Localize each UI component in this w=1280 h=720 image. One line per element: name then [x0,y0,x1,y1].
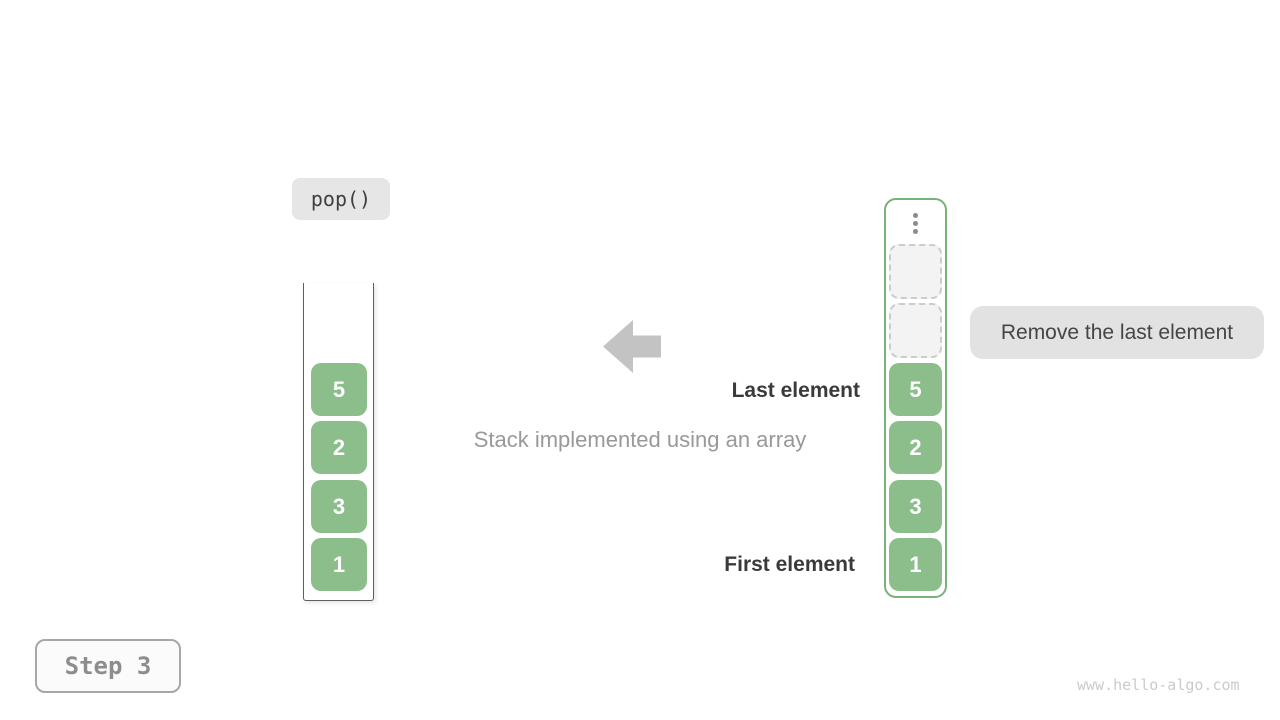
stack-cell: 1 [311,538,367,591]
pop-operation-badge: pop() [292,178,390,220]
ellipsis-dot [913,229,918,234]
first-element-label: First element [724,553,855,576]
step-badge: Step 3 [35,639,181,693]
array-cell: 2 [889,421,942,474]
ellipsis-dot [913,221,918,226]
array-cell: 3 [889,480,942,533]
last-element-label: Last element [731,379,860,402]
array-empty-slot [889,244,942,299]
array-cell: 1 [889,538,942,591]
array-empty-slot [889,303,942,358]
arrow-left-icon [603,320,661,373]
stack-cell: 5 [311,363,367,416]
stack-cell: 2 [311,421,367,474]
array-cell: 5 [889,363,942,416]
figure-caption: Stack implemented using an array [473,427,807,452]
stack-cell: 3 [311,480,367,533]
ellipsis-dot [913,213,918,218]
watermark: www.hello-algo.com [1077,676,1240,694]
remove-last-element-tooltip: Remove the last element [970,306,1264,359]
vertical-ellipsis-icon [884,213,947,234]
